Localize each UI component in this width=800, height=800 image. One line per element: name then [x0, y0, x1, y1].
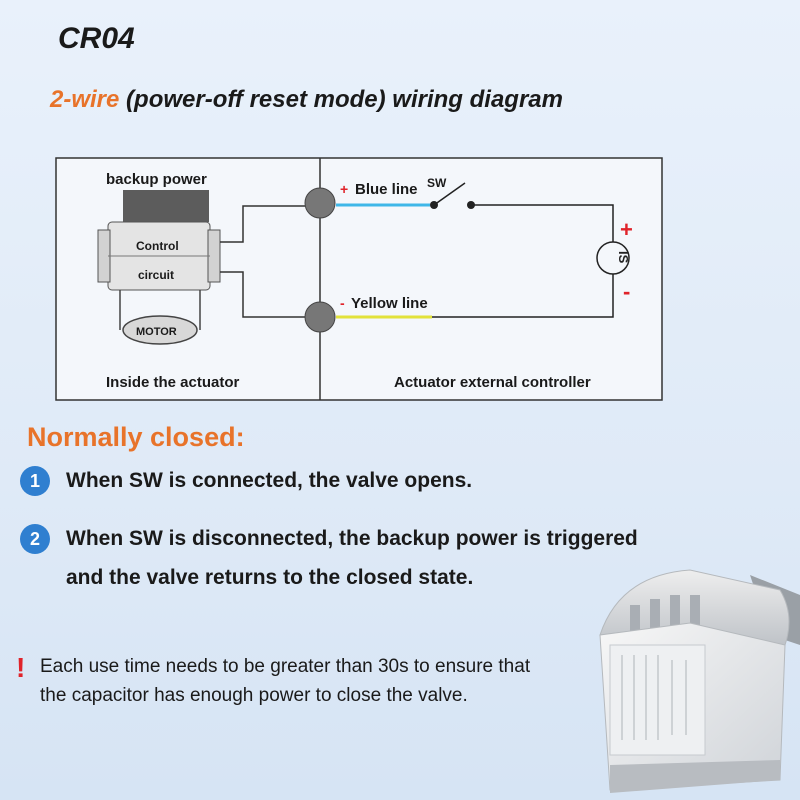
control-circuit-block	[97, 221, 221, 291]
normally-closed-title: Normally closed:	[27, 422, 245, 452]
switch-lever	[433, 182, 466, 206]
blue-terminal	[304, 187, 336, 219]
wiring-diagram: backup power Control circuit MOTOR + Blu…	[55, 157, 663, 401]
warning-icon: !	[16, 652, 26, 683]
backup-power-block	[123, 190, 209, 222]
motor-label: MOTOR	[136, 326, 177, 338]
step-2: 2 When SW is disconnected, the backup po…	[20, 524, 670, 597]
backup-power-label: backup power	[106, 171, 207, 188]
inside-actuator-label: Inside the actuator	[106, 374, 240, 391]
step-2-text: When SW is disconnected, the backup powe…	[66, 527, 638, 589]
source-label: IS	[616, 251, 631, 264]
heading-accent: 2-wire	[50, 86, 120, 113]
step-1-number-badge: 1	[20, 466, 50, 496]
blue-plus-sign: +	[340, 181, 348, 197]
yellow-terminal	[304, 301, 336, 333]
yellow-line-label: Yellow line	[351, 295, 428, 312]
blue-line-label: Blue line	[355, 181, 418, 198]
step-2-number-badge: 2	[20, 524, 50, 554]
plus-terminal-sign: +	[620, 217, 633, 242]
control-label: Control	[136, 239, 179, 253]
circuit-label: circuit	[138, 268, 174, 282]
diagram-heading: 2-wire (power-off reset mode) wiring dia…	[50, 86, 563, 114]
yellow-minus-sign: -	[340, 295, 345, 311]
switch-label: SW	[427, 176, 447, 190]
actuator-product-image	[599, 569, 800, 793]
motor-shape	[122, 315, 198, 345]
capacitor-note: Each use time needs to be greater than 3…	[40, 656, 531, 706]
step-1: 1 When SW is connected, the valve opens.	[20, 466, 472, 500]
model-title: CR04	[58, 22, 135, 55]
heading-rest: (power-off reset mode) wiring diagram	[126, 86, 563, 113]
minus-terminal-sign: -	[623, 279, 630, 304]
step-1-text: When SW is connected, the valve opens.	[66, 469, 473, 492]
external-controller-label: Actuator external controller	[394, 374, 591, 391]
